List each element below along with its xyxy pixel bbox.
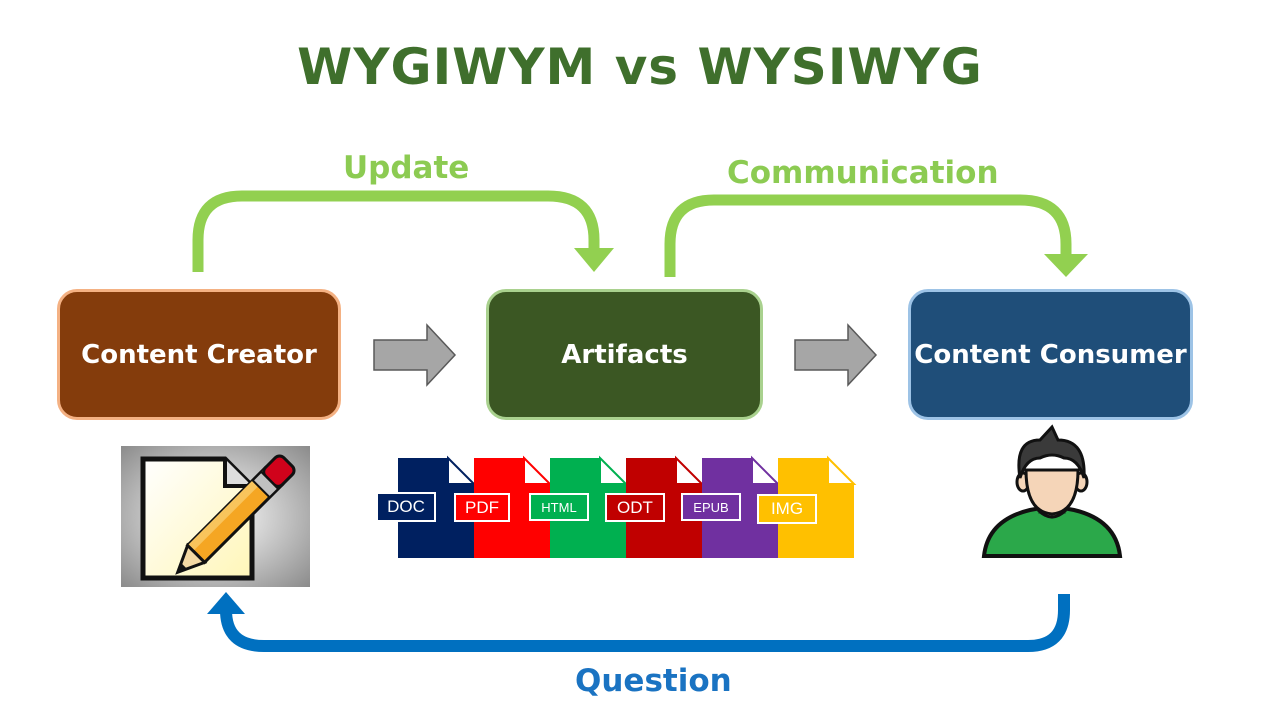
file-doc-label: DOC xyxy=(376,492,436,522)
content-creator-box: Content Creator xyxy=(57,289,341,420)
flow-arrow-1 xyxy=(373,323,457,387)
file-odt-label: ODT xyxy=(605,493,665,522)
question-label: Question xyxy=(575,663,732,699)
user-avatar-icon xyxy=(981,424,1123,558)
page-title: WYGIWYM vs WYSIWYG xyxy=(297,38,983,96)
content-creator-label: Content Creator xyxy=(81,339,317,370)
content-consumer-box: Content Consumer xyxy=(908,289,1193,420)
file-epub-label: EPUB xyxy=(681,493,741,521)
file-pdf-icon xyxy=(474,455,553,558)
flow-arrow-2 xyxy=(794,323,878,387)
file-img-label: IMG xyxy=(757,494,817,524)
artifacts-box: Artifacts xyxy=(486,289,763,420)
file-html-label: HTML xyxy=(529,493,589,521)
file-pdf-label: PDF xyxy=(454,493,510,522)
communication-label: Communication xyxy=(727,155,999,191)
update-label: Update xyxy=(343,150,470,186)
update-arrow xyxy=(192,190,614,272)
communication-arrow xyxy=(664,194,1088,277)
question-arrow xyxy=(207,592,1070,652)
file-doc-icon xyxy=(398,455,477,558)
edit-document-pencil-icon xyxy=(121,446,310,587)
content-consumer-label: Content Consumer xyxy=(914,339,1187,370)
artifacts-label: Artifacts xyxy=(561,339,688,370)
